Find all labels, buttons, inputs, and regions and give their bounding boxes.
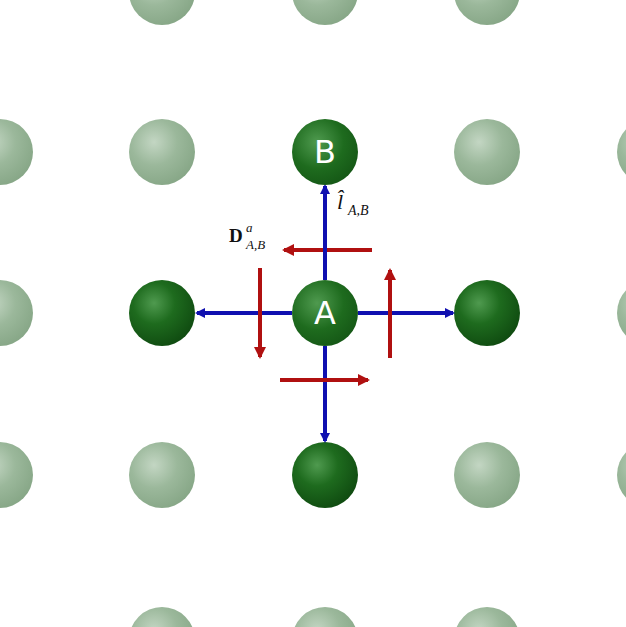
bond-vector (323, 186, 327, 280)
dmi-vector-symbol: D (229, 226, 243, 245)
neighbor-atoms (129, 280, 520, 508)
atom-circle: A (292, 280, 358, 346)
subscript: A,B (246, 238, 265, 251)
atom-label: B (314, 136, 336, 168)
unit-vector-symbol: l̂ (337, 191, 343, 213)
atom-label: A (314, 297, 336, 329)
superscript: a (246, 221, 253, 234)
subscript: A,B (348, 204, 369, 218)
atom-circle: B (292, 119, 358, 185)
